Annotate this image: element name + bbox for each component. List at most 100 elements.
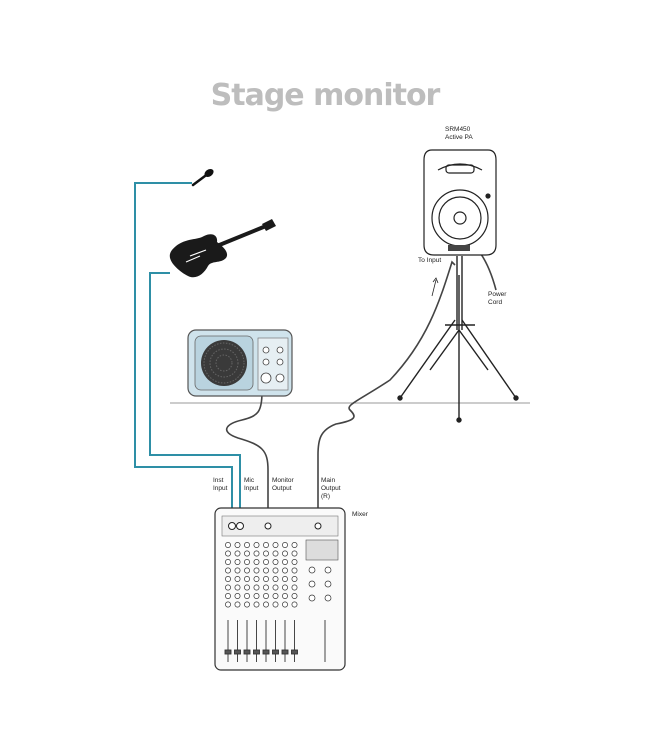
mixer-master-knob xyxy=(324,594,332,602)
mixer-master-knob xyxy=(308,594,316,602)
mixer-knob xyxy=(282,559,288,565)
mixer-knob xyxy=(225,593,231,599)
mixer-fader-cap xyxy=(291,649,298,655)
guitar-icon xyxy=(169,219,276,278)
mixer-knob xyxy=(234,593,241,599)
mixer-knob xyxy=(282,601,288,608)
mixer-knob xyxy=(225,559,231,565)
mixer-knob xyxy=(291,567,298,574)
mixer-knob xyxy=(234,542,241,548)
tripod-stand-icon xyxy=(397,256,519,423)
mixer-knob xyxy=(282,567,288,574)
mixer-knob xyxy=(272,601,279,608)
mixer-knob xyxy=(263,593,269,599)
mixer-knob xyxy=(244,542,250,548)
mixer-knob xyxy=(253,601,260,608)
main-output-label-1: Main xyxy=(321,477,335,484)
mixer-knob xyxy=(244,576,250,582)
mixer-knob xyxy=(291,559,298,565)
mixer-knob xyxy=(253,550,260,557)
mixer-knob xyxy=(244,559,250,565)
mixer-knob xyxy=(253,584,260,591)
mixer-label: Mixer xyxy=(352,511,369,518)
mic-input-label-2: Input xyxy=(244,485,259,492)
mixer-knob xyxy=(272,550,279,557)
mixer-knob xyxy=(253,567,260,574)
mixer-knob xyxy=(225,576,231,582)
mixer-knob xyxy=(282,584,288,591)
to-input-label: To Input xyxy=(418,257,441,264)
monitor-output-label-2: Output xyxy=(272,485,292,492)
mixer-knob xyxy=(272,567,279,574)
mixer-knob xyxy=(234,567,241,574)
main-output-label-2: Output xyxy=(321,485,341,492)
mixer-fader-cap xyxy=(281,649,289,655)
mixer-knob xyxy=(244,601,250,608)
mixer-knob xyxy=(263,559,269,565)
mixer-fader-cap xyxy=(234,649,241,655)
mixer-knob xyxy=(282,542,288,548)
monitor-output-label-1: Monitor xyxy=(272,477,295,484)
mixer-knob xyxy=(263,567,269,574)
mic-input-label-1: Mic xyxy=(244,477,255,484)
active-pa-speaker-icon xyxy=(423,149,497,256)
mixer-knob xyxy=(234,559,241,565)
mixer-knob xyxy=(225,601,231,608)
mixer-knob xyxy=(253,559,260,565)
speaker-type-label: Active PA xyxy=(445,134,473,141)
mixer-knob xyxy=(291,550,298,557)
blue-cables xyxy=(134,182,241,515)
main-output-label-3: (R) xyxy=(321,493,330,500)
mixer-knob xyxy=(234,550,241,557)
mixer-knob xyxy=(272,559,279,565)
mixer-knob xyxy=(225,584,231,591)
mixer-fader-cap xyxy=(224,649,232,655)
mixer-knob xyxy=(291,584,298,591)
inst-input-label-2: Input xyxy=(213,485,228,492)
mixer-knob xyxy=(263,576,269,582)
mixer-knob xyxy=(234,576,241,582)
mixer-knob xyxy=(225,567,231,574)
mixer-knob xyxy=(263,584,269,591)
mixer-knob xyxy=(263,542,269,548)
mixer-knob xyxy=(225,550,231,557)
mixer-knob xyxy=(282,576,288,582)
mixer-master-knob xyxy=(324,566,332,574)
inst-input-label-1: Inst xyxy=(213,477,224,484)
mixer-knob xyxy=(272,576,279,582)
power-cord-label-2: Cord xyxy=(488,299,502,306)
microphone-icon xyxy=(191,168,214,187)
mixer-knob xyxy=(263,601,269,608)
mixer-knob xyxy=(272,584,279,591)
speaker-model-label: SRM450 xyxy=(445,126,471,133)
mixer-knob xyxy=(282,593,288,599)
stage-monitor-speaker-icon xyxy=(187,329,293,397)
to-input-arrow xyxy=(431,277,439,297)
mixer-knob xyxy=(253,576,260,582)
mixer-fader-cap xyxy=(253,649,260,655)
mixer-knob xyxy=(291,576,298,582)
mixer-master-knob xyxy=(324,580,332,588)
diagram-title: Stage monitor xyxy=(210,78,441,113)
mixer-knob xyxy=(244,550,250,557)
mixer-knob xyxy=(253,593,260,599)
power-cord-label-1: Power xyxy=(488,291,507,298)
mixer-knob xyxy=(253,542,260,548)
mixer-knob xyxy=(244,567,250,574)
mixer-fader-cap xyxy=(262,649,270,655)
mixer-knob xyxy=(234,584,241,591)
mixer-knob xyxy=(225,542,231,548)
mixer-icon xyxy=(214,507,346,671)
mixer-master-knob xyxy=(308,566,316,574)
mixer-knob xyxy=(282,550,288,557)
mixer-knob xyxy=(263,550,269,557)
mixer-knob xyxy=(244,584,250,591)
mixer-knob xyxy=(272,593,279,599)
mixer-knob xyxy=(244,593,250,599)
mixer-master-knob xyxy=(308,580,316,588)
mixer-knob xyxy=(272,542,279,548)
mixer-knob xyxy=(291,593,298,599)
mixer-knob xyxy=(291,601,298,608)
mixer-knob xyxy=(291,542,298,548)
